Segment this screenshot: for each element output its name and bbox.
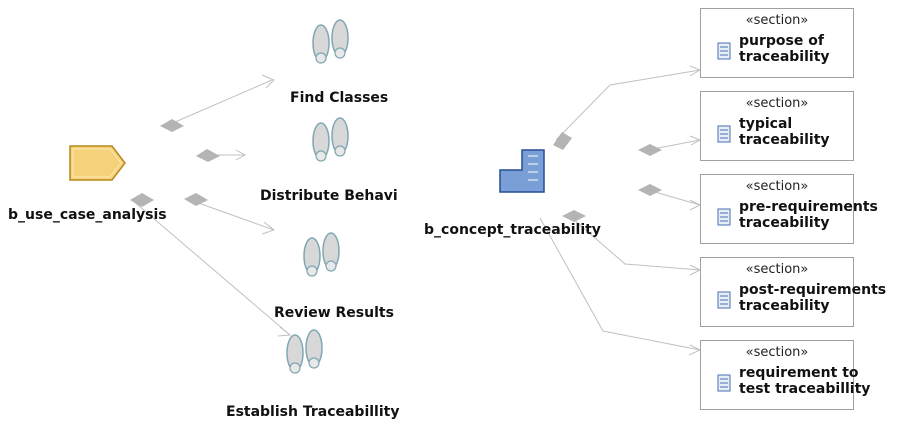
document-icon [717, 208, 731, 226]
use-case-tag-icon[interactable] [69, 145, 126, 181]
document-icon [717, 42, 731, 60]
connectors-concept [539, 65, 702, 356]
section-box[interactable]: «section» post-requirements traceability [700, 257, 886, 327]
document-icon [717, 374, 731, 392]
stereotype-label: «section» [745, 179, 809, 194]
section-name: purpose of traceability [739, 33, 830, 65]
section-name: post-requirements traceability [739, 282, 887, 314]
document-icon [717, 291, 731, 309]
section-name: typical traceability [739, 116, 830, 148]
section-name: requirement to test traceabillity [739, 365, 871, 397]
task-label: Establish Traceabillity [226, 404, 400, 420]
task-label: Distribute Behavi [260, 188, 398, 204]
task-label: Review Results [274, 305, 394, 321]
document-icon [717, 125, 731, 143]
task-footprints-icon[interactable] [312, 117, 349, 162]
stereotype-label: «section» [745, 262, 809, 277]
concept-set-square-icon[interactable] [499, 149, 545, 193]
task-footprints-icon[interactable] [312, 19, 349, 64]
concept-label: b_concept_traceability [424, 222, 601, 238]
section-box[interactable]: «section» purpose of traceability [700, 8, 854, 78]
task-label: Find Classes [290, 90, 389, 106]
diamonds-use-case [130, 119, 220, 207]
stereotype-label: «section» [745, 96, 809, 111]
use-case-label: b_use_case_analysis [8, 207, 167, 223]
stereotype-label: «section» [745, 13, 809, 28]
section-box[interactable]: «section» pre-requirements traceability [700, 174, 878, 244]
section-box[interactable]: «section» typical traceability [700, 91, 854, 161]
diamonds-concept [553, 132, 662, 222]
stereotype-label: «section» [745, 345, 809, 360]
task-footprints-icon[interactable] [286, 329, 323, 374]
task-footprints-icon[interactable] [303, 232, 340, 277]
section-box[interactable]: «section» requirement to test traceabill… [700, 340, 870, 410]
connectors-use-case [131, 74, 292, 337]
section-name: pre-requirements traceability [739, 199, 878, 231]
